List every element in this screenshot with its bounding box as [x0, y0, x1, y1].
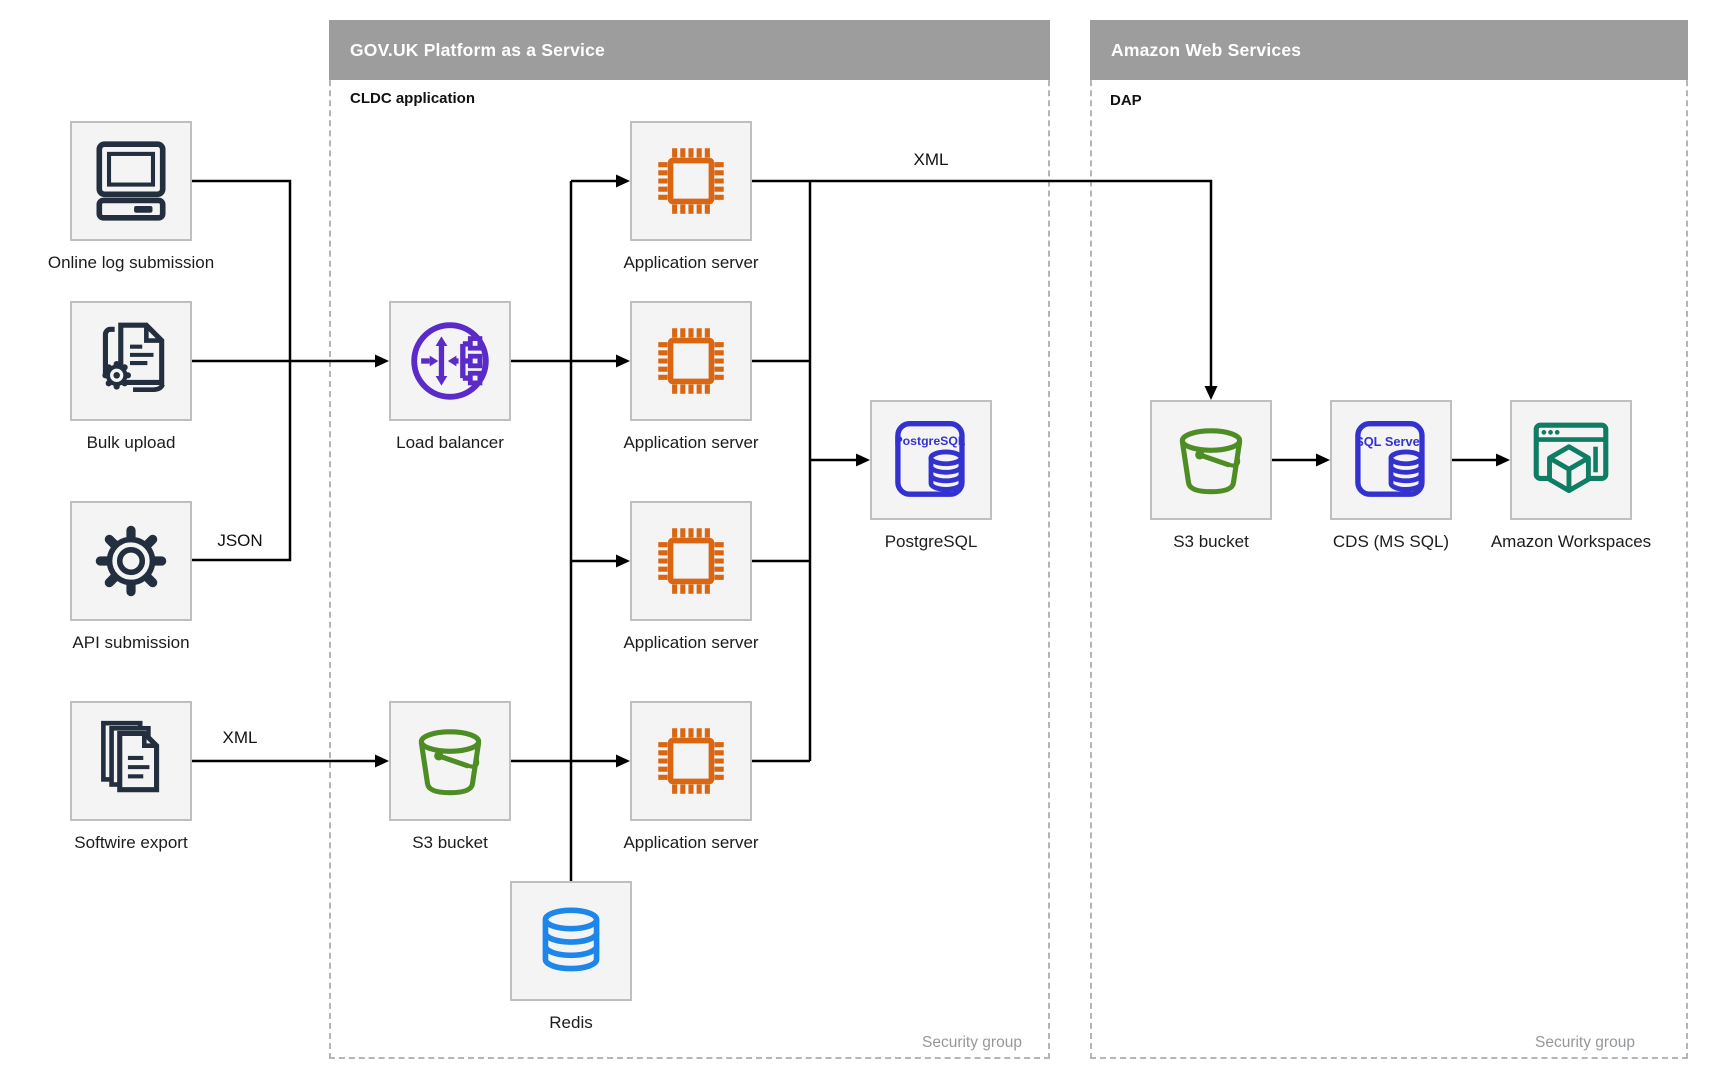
- aws-title: Amazon Web Services: [1111, 39, 1302, 60]
- xml-edge-label-top: XML: [913, 150, 949, 169]
- node-redis: [510, 881, 632, 1001]
- connector-onlinelog-json-merge: [192, 179, 292, 562]
- arrowhead: [1316, 453, 1330, 467]
- aws-header: Amazon Web Services: [1090, 20, 1688, 80]
- node-application-server-4: [630, 701, 752, 821]
- node-softwire-export: [70, 701, 192, 821]
- node-label: Application server: [623, 253, 759, 272]
- load-balancer-icon: [411, 322, 489, 400]
- node-label: CDS (MS SQL): [1332, 532, 1450, 551]
- cldc-application-label: CLDC application: [350, 90, 476, 107]
- documents-stack-icon: [101, 720, 160, 793]
- postgresql-icon-text: PostgreSQL: [894, 434, 965, 448]
- node-label: PostgreSQL: [884, 532, 978, 551]
- connector-appserver1-xml-to-aws: [752, 179, 1213, 386]
- xml-edge-label-softwire: XML: [222, 728, 258, 747]
- document-gear-icon: [102, 322, 165, 392]
- node-load-balancer: [389, 301, 511, 421]
- node-label: Application server: [623, 833, 759, 852]
- node-label: Bulk upload: [86, 433, 176, 452]
- node-label: Redis: [549, 1013, 593, 1032]
- node-label: Online log submission: [47, 253, 215, 272]
- arrowhead: [616, 754, 630, 768]
- arrowhead: [616, 174, 630, 188]
- node-label: Amazon Workspaces: [1490, 532, 1652, 551]
- govuk-paas-header: GOV.UK Platform as a Service: [329, 20, 1050, 80]
- node-label: Application server: [623, 433, 759, 452]
- arrowhead: [856, 453, 870, 467]
- node-label: S3 bucket: [1173, 532, 1249, 551]
- node-label: API submission: [72, 633, 190, 652]
- node-amazon-workspaces: [1510, 400, 1632, 520]
- node-label: Softwire export: [74, 833, 188, 852]
- cpu-chip-icon: [658, 148, 724, 214]
- json-edge-label: JSON: [217, 531, 263, 550]
- sql-server-database-icon: SQL Server: [1355, 421, 1425, 497]
- node-online-log-submission: [70, 121, 192, 241]
- aws-security-group-label: Security group: [1535, 1034, 1635, 1051]
- workspaces-icon: [1533, 422, 1609, 494]
- node-label: Application server: [623, 633, 759, 652]
- database-icon: [542, 907, 600, 972]
- gear-icon: [95, 525, 167, 597]
- node-application-server-1: [630, 121, 752, 241]
- cpu-chip-icon: [658, 328, 724, 394]
- node-label: Load balancer: [396, 433, 504, 452]
- node-api-submission: [70, 501, 192, 621]
- node-application-server-2: [630, 301, 752, 421]
- arrowhead: [1204, 386, 1218, 400]
- node-postgresql: PostgreSQL: [870, 400, 992, 520]
- cpu-chip-icon: [658, 728, 724, 794]
- govuk-security-group-label: Security group: [922, 1034, 1022, 1051]
- aws-group: [1090, 20, 1688, 1059]
- govuk-paas-title: GOV.UK Platform as a Service: [350, 39, 605, 60]
- dap-label: DAP: [1110, 92, 1142, 109]
- node-bulk-upload: [70, 301, 192, 421]
- node-s3-bucket-aws: [1150, 400, 1272, 520]
- node-label: S3 bucket: [412, 833, 488, 852]
- arrowhead: [616, 554, 630, 568]
- node-s3-bucket-govuk: [389, 701, 511, 821]
- sql-server-icon-text: SQL Server: [1355, 434, 1424, 449]
- postgresql-database-icon: PostgreSQL: [894, 421, 966, 497]
- arrowhead: [375, 754, 389, 768]
- cpu-chip-icon: [658, 528, 724, 594]
- arrowhead: [1496, 453, 1510, 467]
- arrowhead: [375, 354, 389, 368]
- s3-bucket-icon: [418, 729, 482, 796]
- s3-bucket-icon: [1179, 428, 1243, 495]
- node-application-server-3: [630, 501, 752, 621]
- computer-icon: [96, 141, 166, 221]
- node-cds-mssql: SQL Server: [1330, 400, 1452, 520]
- arrowhead: [616, 354, 630, 368]
